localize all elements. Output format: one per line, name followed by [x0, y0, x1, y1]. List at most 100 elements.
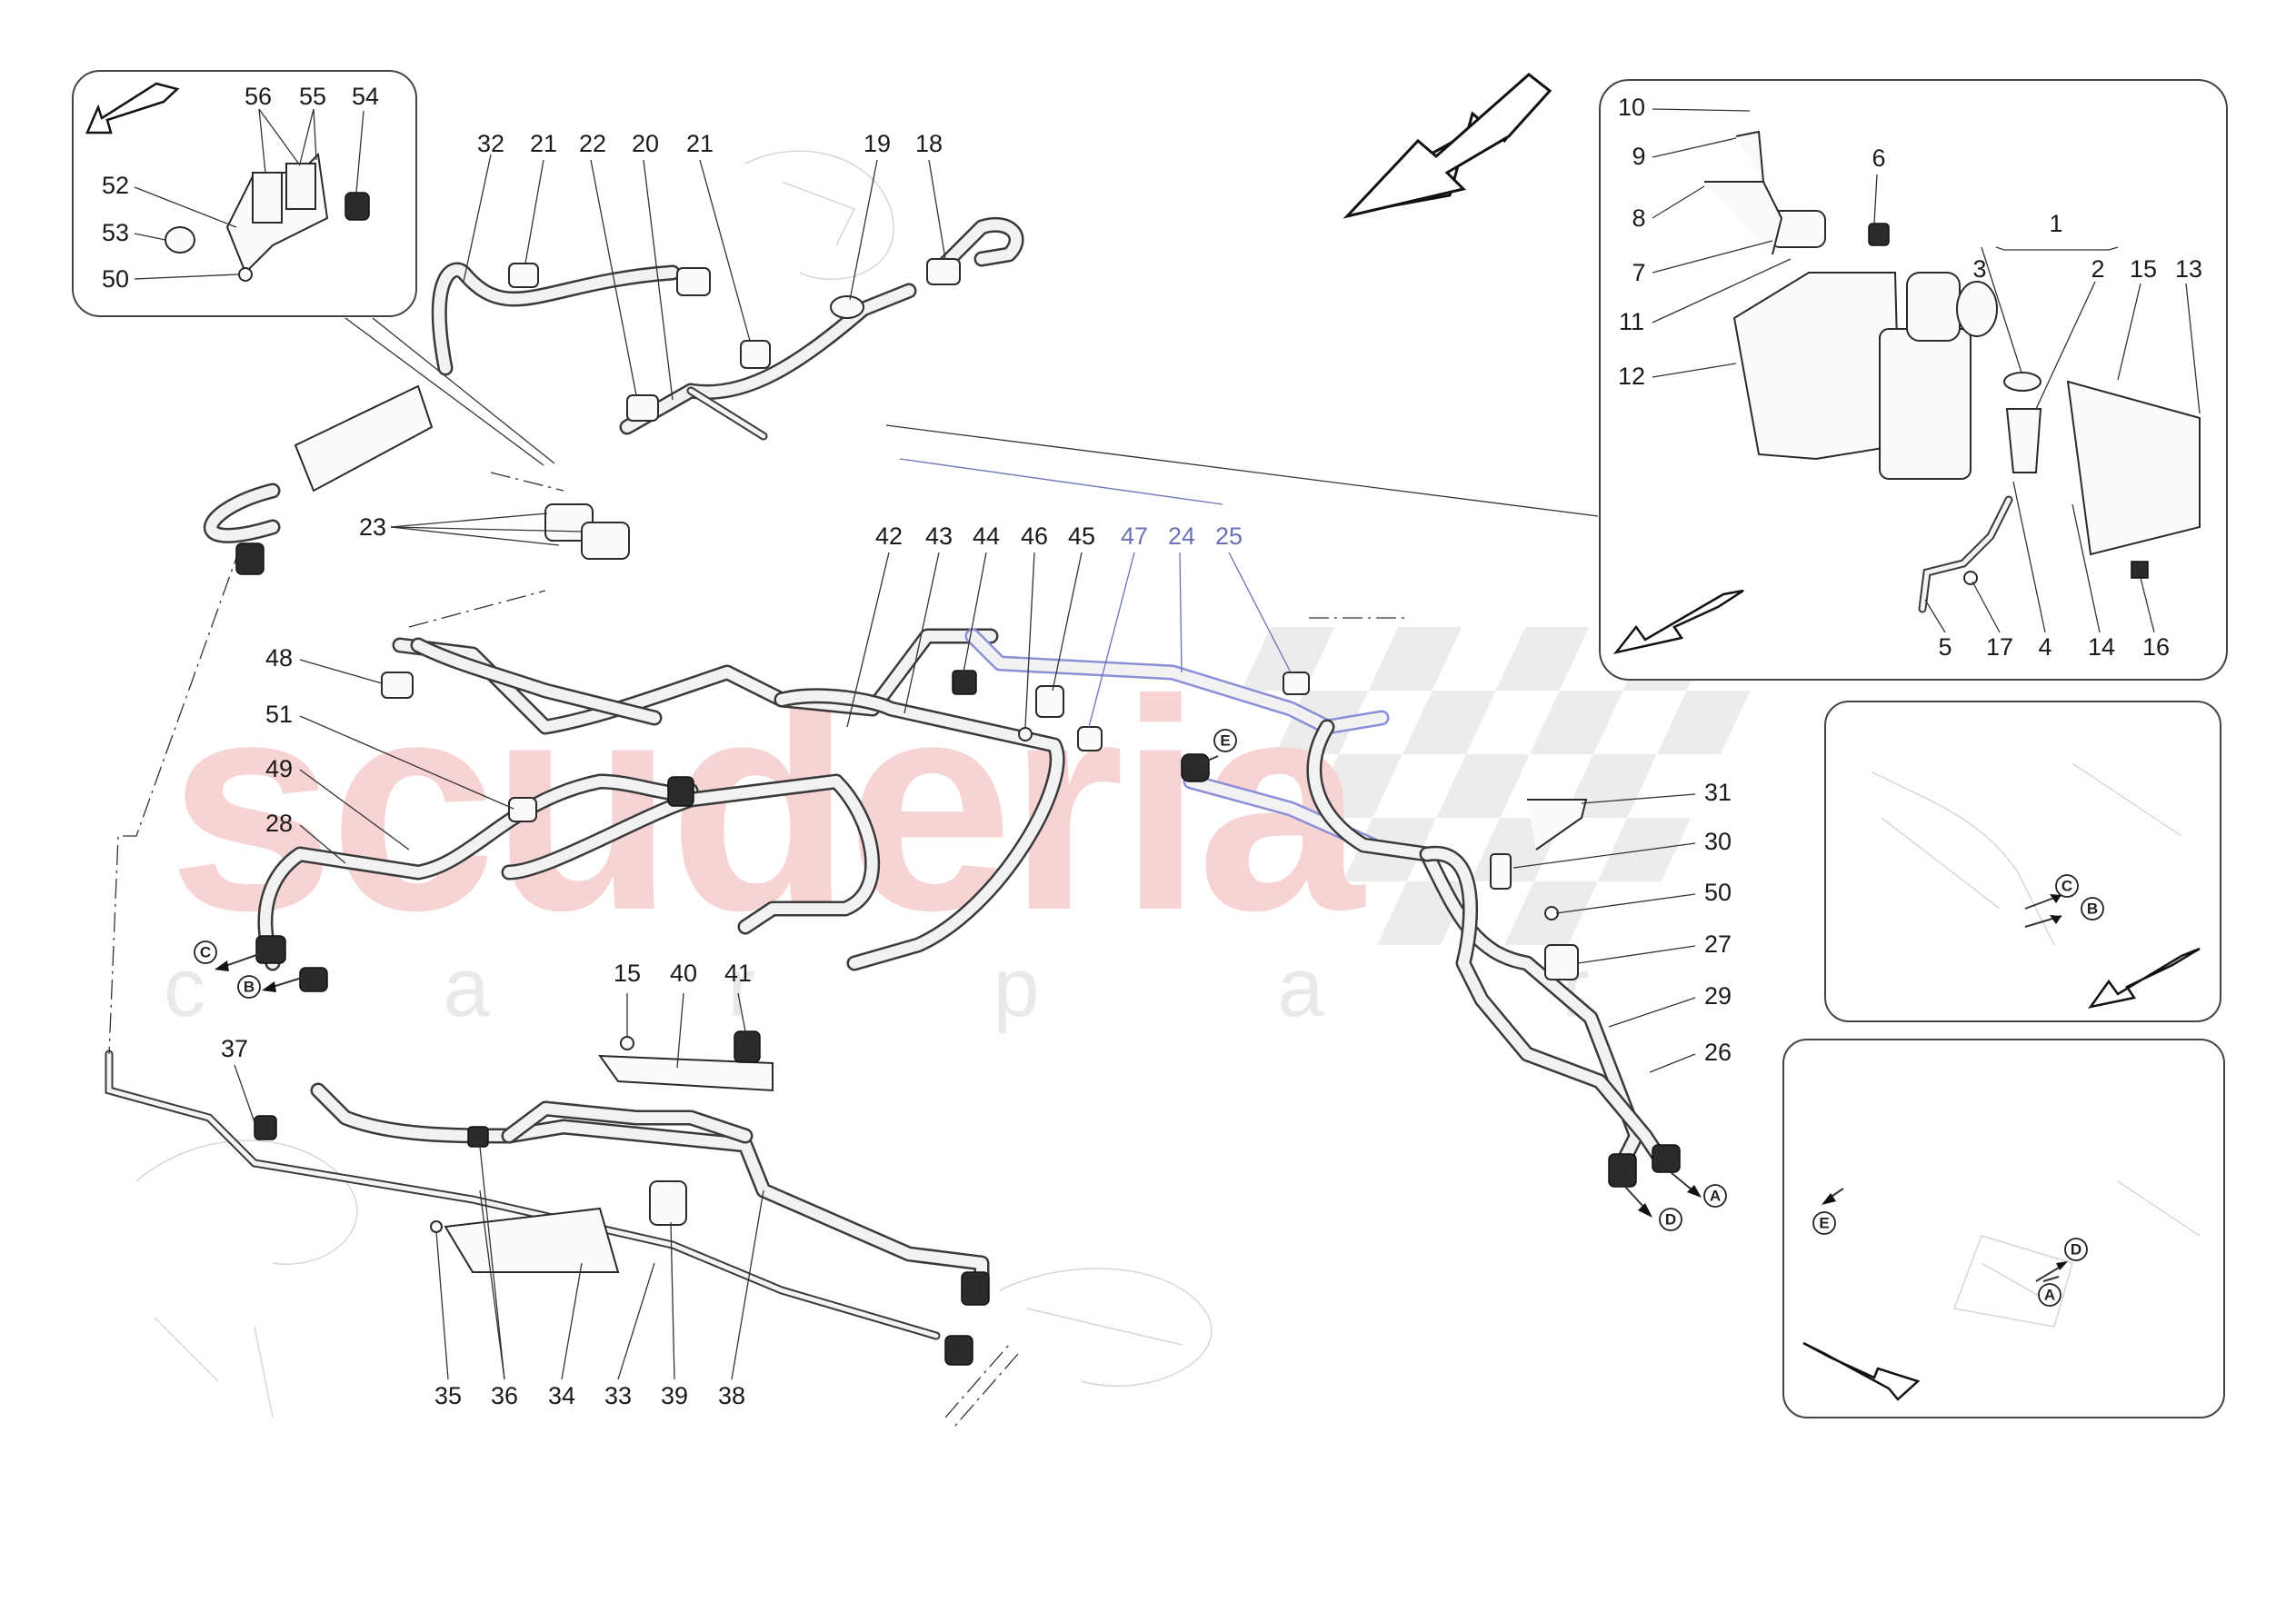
label-8[interactable]: 8 — [1632, 204, 1645, 232]
label-21b[interactable]: 21 — [686, 130, 714, 157]
inset-view-cb — [1824, 701, 2221, 1022]
label-33[interactable]: 33 — [604, 1382, 632, 1409]
label-3[interactable]: 3 — [1972, 255, 1986, 283]
label-35[interactable]: 35 — [434, 1382, 462, 1409]
ref-circle-E — [1213, 729, 1237, 752]
label-22[interactable]: 22 — [579, 130, 606, 157]
label-52[interactable]: 52 — [102, 172, 129, 199]
label-16[interactable]: 16 — [2142, 633, 2170, 661]
label-40[interactable]: 40 — [670, 960, 697, 987]
label-49[interactable]: 49 — [265, 755, 293, 782]
label-17[interactable]: 17 — [1986, 633, 2013, 661]
ref-A3[interactable]: A — [2044, 1286, 2055, 1303]
ref-circle-A — [1703, 1184, 1727, 1208]
label-24[interactable]: 24 — [1168, 522, 1195, 550]
connector-33 — [944, 1335, 973, 1366]
ref-C[interactable]: C — [200, 943, 211, 960]
ref-B2[interactable]: B — [2087, 900, 2098, 917]
label-9[interactable]: 9 — [1632, 143, 1645, 170]
clip-21a — [508, 263, 539, 288]
connector-28b — [299, 967, 328, 992]
ref-circle-C — [194, 940, 217, 964]
ref-B[interactable]: B — [244, 978, 255, 995]
clip-25 — [1283, 672, 1310, 695]
label-27[interactable]: 27 — [1704, 930, 1732, 958]
label-42[interactable]: 42 — [875, 522, 903, 550]
hose-assembly — [105, 216, 1672, 1428]
label-50b[interactable]: 50 — [1704, 879, 1732, 906]
sensor-30 — [1490, 853, 1512, 890]
nut-50 — [1544, 906, 1559, 920]
label-26[interactable]: 26 — [1704, 1039, 1732, 1066]
label-30[interactable]: 30 — [1704, 828, 1732, 855]
clip-51 — [508, 797, 537, 822]
connector-38 — [961, 1271, 990, 1306]
label-47[interactable]: 47 — [1121, 522, 1148, 550]
bolt-15 — [620, 1036, 634, 1050]
label-28[interactable]: 28 — [265, 810, 293, 837]
clip-21b — [740, 340, 771, 369]
ref-E[interactable]: E — [1220, 731, 1230, 749]
label-15b[interactable]: 15 — [2130, 255, 2157, 283]
label-15[interactable]: 15 — [614, 960, 641, 987]
inset-direction-arrow-3 — [2088, 947, 2201, 1009]
bolt-35 — [430, 1220, 443, 1233]
label-43[interactable]: 43 — [925, 522, 953, 550]
connector-29 — [1652, 1144, 1681, 1173]
label-32[interactable]: 32 — [477, 130, 504, 157]
clip-45 — [1035, 685, 1064, 718]
ref-E3[interactable]: E — [1819, 1214, 1829, 1231]
nut-46 — [1018, 727, 1033, 741]
ref-D[interactable]: D — [1665, 1210, 1676, 1228]
label-20[interactable]: 20 — [632, 130, 659, 157]
label-36[interactable]: 36 — [491, 1382, 518, 1409]
clip-44 — [952, 670, 977, 695]
ref-C2[interactable]: C — [2061, 877, 2072, 894]
label-10[interactable]: 10 — [1618, 94, 1645, 121]
label-23[interactable]: 23 — [359, 513, 386, 541]
label-41[interactable]: 41 — [724, 960, 752, 987]
label-14[interactable]: 14 — [2088, 633, 2115, 661]
label-39[interactable]: 39 — [661, 1382, 688, 1409]
label-11[interactable]: 11 — [1619, 308, 1644, 335]
label-5[interactable]: 5 — [1938, 633, 1952, 661]
label-45[interactable]: 45 — [1068, 522, 1095, 550]
label-48[interactable]: 48 — [265, 644, 293, 672]
label-55[interactable]: 55 — [299, 83, 326, 110]
label-46[interactable]: 46 — [1021, 522, 1048, 550]
label-51[interactable]: 51 — [265, 701, 293, 728]
connector-E — [1181, 753, 1210, 782]
label-4[interactable]: 4 — [2038, 633, 2051, 661]
connector-42 — [667, 776, 694, 807]
label-13[interactable]: 13 — [2175, 255, 2202, 283]
label-31[interactable]: 31 — [1704, 779, 1732, 806]
bracket-34 — [444, 1207, 620, 1273]
label-37[interactable]: 37 — [221, 1035, 248, 1062]
ref-circle-B2 — [2081, 897, 2104, 920]
label-54[interactable]: 54 — [352, 83, 379, 110]
ref-circle-B — [237, 975, 261, 999]
label-29[interactable]: 29 — [1704, 982, 1732, 1010]
label-12[interactable]: 12 — [1618, 363, 1645, 390]
ref-A[interactable]: A — [1710, 1187, 1721, 1204]
label-6[interactable]: 6 — [1872, 144, 1885, 172]
label-2[interactable]: 2 — [2091, 255, 2104, 283]
label-53[interactable]: 53 — [102, 219, 129, 246]
label-34[interactable]: 34 — [548, 1382, 575, 1409]
ref-circle-A3 — [2038, 1283, 2061, 1307]
label-7[interactable]: 7 — [1632, 259, 1645, 286]
clip-47 — [1077, 726, 1103, 751]
sleeve-39 — [649, 1180, 687, 1226]
label-38[interactable]: 38 — [718, 1382, 745, 1409]
label-1[interactable]: 1 — [2049, 210, 2062, 237]
label-50[interactable]: 50 — [102, 265, 129, 293]
label-21[interactable]: 21 — [530, 130, 557, 157]
watermark-subtext: c a r p a r t s — [164, 941, 2237, 1034]
label-25[interactable]: 25 — [1215, 522, 1243, 550]
inset-view-eda — [1782, 1039, 2225, 1418]
ref-D3[interactable]: D — [2071, 1240, 2081, 1258]
label-19[interactable]: 19 — [863, 130, 891, 157]
label-18[interactable]: 18 — [915, 130, 943, 157]
label-56[interactable]: 56 — [245, 83, 272, 110]
label-44[interactable]: 44 — [973, 522, 1000, 550]
